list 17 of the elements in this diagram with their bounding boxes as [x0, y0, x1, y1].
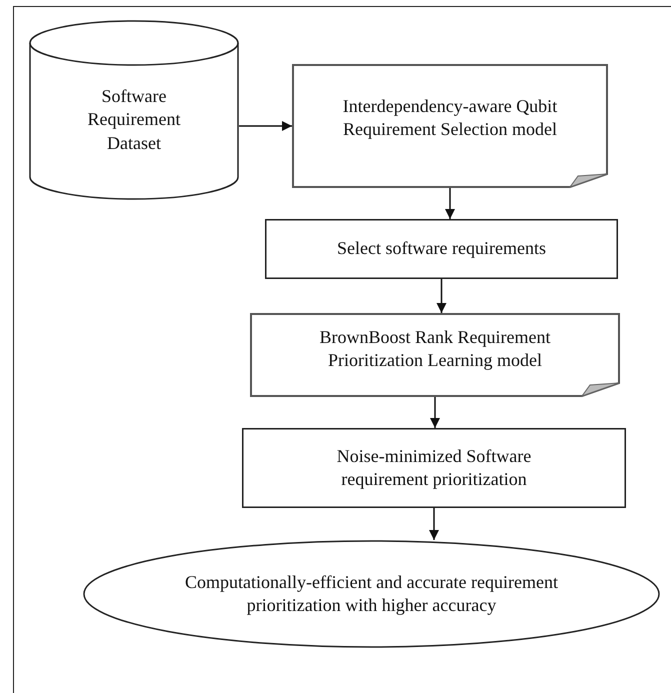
- node-label: Select software requirements: [337, 237, 546, 260]
- node-label: Interdependency-aware Qubit Requirement Selection model: [342, 94, 558, 141]
- arrow: [239, 121, 292, 131]
- document-shape: [250, 313, 620, 397]
- node-label: BrownBoost Rank Requirement Prioritization Learning model: [318, 326, 552, 372]
- terminal-ellipse: [83, 540, 660, 648]
- arrow: [429, 508, 439, 540]
- node-label: Software Requirement Dataset: [86, 84, 182, 155]
- node-label: Noise-minimized Software requirement prioritization: [336, 444, 532, 491]
- process-box: [265, 219, 618, 279]
- arrow: [436, 279, 446, 313]
- database-cylinder: [29, 21, 239, 199]
- arrow: [445, 188, 455, 219]
- process-box: [242, 428, 626, 508]
- document-shape: [292, 64, 608, 188]
- node-label: Computationally-efficient and accurate requirement prioritization with higher accuracy: [184, 570, 559, 617]
- arrow: [430, 397, 440, 428]
